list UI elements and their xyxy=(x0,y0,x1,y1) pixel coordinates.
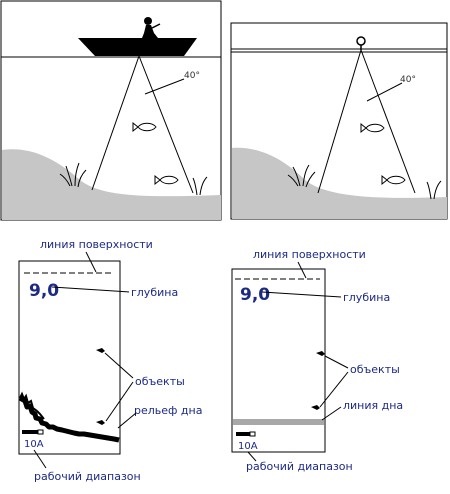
angle-label: 40° xyxy=(184,71,200,81)
grass-icon xyxy=(59,162,87,188)
range-label: рабочий диапазон xyxy=(34,470,141,483)
bottom-label: рельеф дна xyxy=(134,404,202,417)
boat-icon xyxy=(78,38,197,56)
scene-transducer: 40° xyxy=(230,22,448,220)
bottom-line-bar xyxy=(233,419,324,425)
range-label: рабочий диапазон xyxy=(246,460,353,473)
objects-pointer xyxy=(319,371,349,408)
angle-pointer xyxy=(366,82,403,102)
range-scale-bar-end xyxy=(37,429,44,435)
angle-label: 40° xyxy=(400,75,416,85)
grass-icon xyxy=(192,176,208,196)
surface-line-label: линия поверхности xyxy=(40,238,153,251)
angle-pointer xyxy=(144,78,185,95)
bottom-pointer xyxy=(117,412,137,429)
screen-frame xyxy=(18,260,121,455)
depth-label: глубина xyxy=(343,291,390,304)
sonar-beam-left-edge xyxy=(91,55,140,191)
bottom-label: линия дна xyxy=(343,399,403,412)
range-readout: 10A xyxy=(24,439,44,450)
range-scale-bar xyxy=(22,430,38,434)
range-pointer xyxy=(33,449,47,469)
objects-label: объекты xyxy=(350,363,400,376)
depth-pointer xyxy=(261,291,342,298)
fish-icon xyxy=(360,122,385,134)
objects-pointer xyxy=(324,355,349,369)
sonar-screen-left: линия поверхности 9,0 глубина объекты ре… xyxy=(18,238,202,483)
bottom-relief xyxy=(18,395,120,443)
fish-target-icon xyxy=(316,351,325,356)
scene-boat: 40° xyxy=(0,0,222,221)
fish-icon xyxy=(154,174,179,186)
sonar-beam-right-edge xyxy=(138,55,194,194)
depth-pointer xyxy=(51,286,130,293)
objects-pointer xyxy=(105,381,134,422)
depth-label: глубина xyxy=(131,286,178,299)
fish-icon xyxy=(132,121,157,133)
bottom-terrain xyxy=(2,149,221,220)
screen-frame xyxy=(231,268,326,453)
sonar-beam-right-edge xyxy=(360,49,416,194)
surface-line-pointer xyxy=(297,261,307,279)
grass-icon xyxy=(426,180,442,200)
transducer-icon xyxy=(356,36,366,46)
fisherman-icon xyxy=(142,17,161,38)
range-scale-bar-end xyxy=(249,431,256,437)
surface-line-label: линия поверхности xyxy=(253,248,366,261)
depth-readout: 9,0 xyxy=(29,281,59,301)
grass-icon xyxy=(287,164,316,188)
fish-icon xyxy=(381,174,406,186)
sonar-beam-left-edge xyxy=(317,49,362,194)
fish-target-icon xyxy=(96,348,105,353)
bottom-terrain xyxy=(232,147,447,219)
range-scale-bar xyxy=(236,432,250,436)
surface-line-pointer xyxy=(85,251,97,273)
objects-label: объекты xyxy=(135,375,185,388)
bottom-relief-noise xyxy=(19,391,45,420)
sonar-screen-right: линия поверхности 9,0 глубина объекты ли… xyxy=(231,248,403,473)
objects-pointer xyxy=(104,352,134,379)
fish-target-icon xyxy=(311,405,320,410)
depth-readout: 9,0 xyxy=(240,285,270,305)
range-readout: 10A xyxy=(238,441,258,452)
fish-target-icon xyxy=(96,420,105,425)
bottom-pointer xyxy=(321,406,342,421)
range-pointer xyxy=(247,451,257,462)
